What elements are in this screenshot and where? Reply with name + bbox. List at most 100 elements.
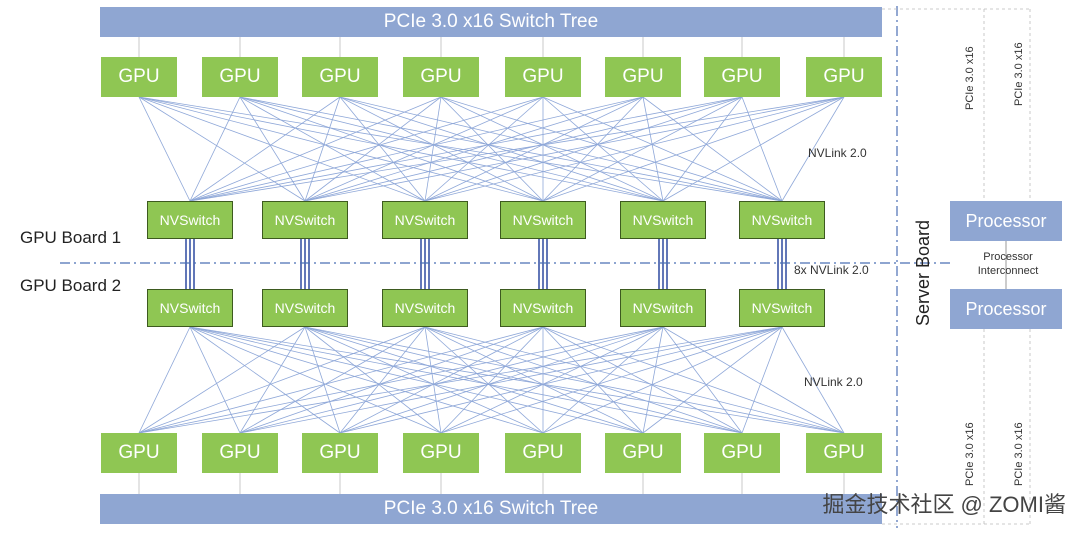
nvlink-top-4-1 bbox=[304, 96, 544, 202]
nvlink-top-4-4 bbox=[542, 96, 664, 202]
nvlink-bottom-1-3 bbox=[239, 326, 544, 434]
nvlink-top-0-3 bbox=[138, 96, 544, 202]
nvlink-top-1-5 bbox=[239, 96, 783, 202]
nvlink-bottom-2-1 bbox=[304, 326, 341, 434]
nvlink-bottom-1-4 bbox=[239, 326, 664, 434]
gpu-top-3: GPU bbox=[302, 57, 378, 97]
nvlink-top-0-0 bbox=[138, 96, 191, 202]
nvswitch-board1-1: NVSwitch bbox=[147, 201, 233, 239]
nvlink-top-2-2 bbox=[339, 96, 426, 202]
nvlink-top-3-4 bbox=[440, 96, 664, 202]
pcie-link-label-4: PCIe 3.0 x16 bbox=[1013, 422, 1025, 486]
nvswitch-board2-5: NVSwitch bbox=[620, 289, 706, 327]
nvlink-top-6-4 bbox=[662, 96, 743, 202]
processor-interconnect-line-1: Processor bbox=[983, 251, 1033, 263]
nvlink-bottom-5-5 bbox=[642, 326, 783, 434]
nvlink-bottom-7-5 bbox=[781, 326, 845, 434]
nvlink-top-1-0 bbox=[189, 96, 241, 202]
nvlink-top-2-3 bbox=[339, 96, 544, 202]
nvlink-bridge-label: 8x NVLink 2.0 bbox=[794, 263, 869, 277]
gpu-bottom-5: GPU bbox=[505, 433, 581, 473]
nvlink-label-bottom: NVLink 2.0 bbox=[804, 375, 863, 389]
nvlink-top-7-4 bbox=[662, 96, 845, 202]
gpu-board-1-label: GPU Board 1 bbox=[20, 228, 122, 247]
nvlink-bottom-6-5 bbox=[741, 326, 783, 434]
nvlink-bottom-5-0 bbox=[189, 326, 644, 434]
nvlink-bottom-3-0 bbox=[189, 326, 442, 434]
nvlink-top-5-1 bbox=[304, 96, 644, 202]
nvlink-top-0-5 bbox=[138, 96, 783, 202]
nvlink-bottom-0-3 bbox=[138, 326, 544, 434]
nvlink-bottom-3-4 bbox=[440, 326, 664, 434]
processor-interconnect-label: Processor Interconnect bbox=[968, 250, 1048, 278]
nvlink-top-6-5 bbox=[741, 96, 783, 202]
nvlink-top-7-5 bbox=[781, 96, 845, 202]
nvswitch-board2-1: NVSwitch bbox=[147, 289, 233, 327]
pcie-switch-tree-bottom: PCIe 3.0 x16 Switch Tree bbox=[100, 494, 882, 524]
watermark: 掘金技术社区 @ ZOMI酱 bbox=[822, 492, 1066, 517]
nvlink-bottom-3-1 bbox=[304, 326, 442, 434]
gpu-bottom-4: GPU bbox=[403, 433, 479, 473]
nvlink-bottom-2-3 bbox=[339, 326, 544, 434]
nvlink-bottom-5-3 bbox=[542, 326, 644, 434]
nvlink-top-4-5 bbox=[542, 96, 783, 202]
nvlink-bottom-2-2 bbox=[339, 326, 426, 434]
pcie-link-label-1: PCIe 3.0 x16 bbox=[964, 46, 976, 110]
pcie-link-label-3: PCIe 3.0 x16 bbox=[964, 422, 976, 486]
nvlink-top-4-0 bbox=[189, 96, 544, 202]
nvlink-label-top: NVLink 2.0 bbox=[808, 146, 867, 160]
nvlink-top-3-5 bbox=[440, 96, 783, 202]
gpu-bottom-8: GPU bbox=[806, 433, 882, 473]
nvlink-bottom-6-2 bbox=[424, 326, 743, 434]
gpu-top-7: GPU bbox=[704, 57, 780, 97]
nvswitch-board1-6: NVSwitch bbox=[739, 201, 825, 239]
nvlink-bottom-1-5 bbox=[239, 326, 783, 434]
gpu-bottom-2: GPU bbox=[202, 433, 278, 473]
processor-interconnect-line-2: Interconnect bbox=[977, 265, 1039, 277]
nvlink-bottom-0-1 bbox=[138, 326, 306, 434]
nvlink-top-4-2 bbox=[424, 96, 544, 202]
nvlink-bottom-7-4 bbox=[662, 326, 845, 434]
nvlink-bottom-7-2 bbox=[424, 326, 845, 434]
nvlink-bottom-7-3 bbox=[542, 326, 845, 434]
nvlink-top-7-1 bbox=[304, 96, 845, 202]
nvlink-top-6-3 bbox=[542, 96, 743, 202]
gpu-bottom-1: GPU bbox=[101, 433, 177, 473]
nvlink-top-5-2 bbox=[424, 96, 644, 202]
nvswitch-board2-2: NVSwitch bbox=[262, 289, 348, 327]
nvlink-top-2-1 bbox=[304, 96, 341, 202]
nvlink-top-2-4 bbox=[339, 96, 664, 202]
nvlink-bottom-6-1 bbox=[304, 326, 743, 434]
nvlink-top-5-5 bbox=[642, 96, 783, 202]
nvlink-bottom-4-4 bbox=[542, 326, 664, 434]
nvlink-bottom-2-4 bbox=[339, 326, 664, 434]
nvlink-bottom-1-1 bbox=[239, 326, 306, 434]
nvlink-top-1-2 bbox=[239, 96, 426, 202]
nvlink-bottom-6-4 bbox=[662, 326, 743, 434]
nvlink-top-6-2 bbox=[424, 96, 743, 202]
nvlink-bottom-3-5 bbox=[440, 326, 783, 434]
nvswitch-board2-3: NVSwitch bbox=[382, 289, 468, 327]
nvlink-top-7-2 bbox=[424, 96, 845, 202]
nvlink-top-0-1 bbox=[138, 96, 306, 202]
nvlink-bottom-3-2 bbox=[424, 326, 442, 434]
nvswitch-board2-4: NVSwitch bbox=[500, 289, 586, 327]
nvlink-bottom-4-0 bbox=[189, 326, 544, 434]
gpu-top-2: GPU bbox=[202, 57, 278, 97]
nvlink-bottom-5-1 bbox=[304, 326, 644, 434]
processor-top: Processor bbox=[950, 201, 1062, 241]
nvlink-top-3-0 bbox=[189, 96, 442, 202]
processor-bottom: Processor bbox=[950, 289, 1062, 329]
nvlink-bottom-5-2 bbox=[424, 326, 644, 434]
nvswitch-board1-5: NVSwitch bbox=[620, 201, 706, 239]
gpu-bottom-7: GPU bbox=[704, 433, 780, 473]
nvswitch-board2-6: NVSwitch bbox=[739, 289, 825, 327]
nvlink-top-1-1 bbox=[239, 96, 306, 202]
nvlink-bottom-1-0 bbox=[189, 326, 241, 434]
nvswitch-board1-3: NVSwitch bbox=[382, 201, 468, 239]
nvlink-top-7-0 bbox=[189, 96, 845, 202]
nvlink-bottom-6-0 bbox=[189, 326, 743, 434]
nvlink-top-3-3 bbox=[440, 96, 544, 202]
nvlink-bottom-4-2 bbox=[424, 326, 544, 434]
